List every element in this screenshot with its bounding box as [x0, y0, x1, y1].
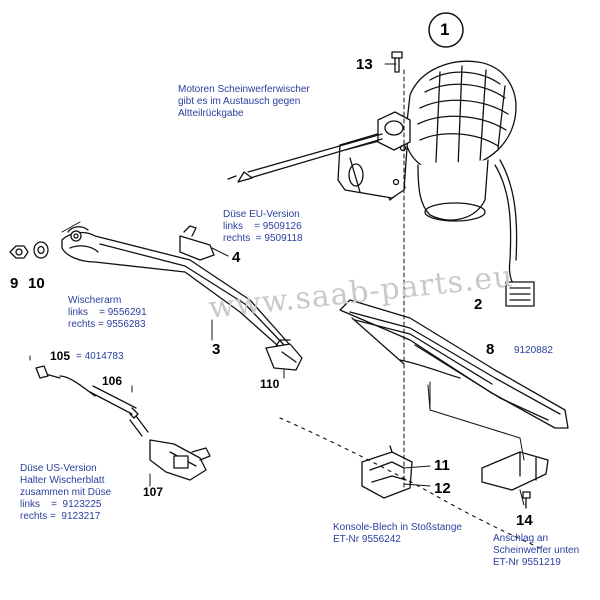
part-number-12: 12	[434, 480, 451, 497]
part-number-106: 106	[102, 374, 123, 388]
clip-110	[265, 339, 303, 371]
part-number-110: 110	[260, 377, 280, 391]
bumper-contour	[279, 417, 541, 549]
part-number-1: 1	[440, 20, 450, 39]
hose-105-106	[35, 365, 149, 437]
screw-14	[522, 491, 531, 509]
drive-shaft	[227, 133, 383, 183]
note-wiper-arm: Wischerarm links = 9556291 rechts = 9556…	[68, 295, 147, 330]
leader-lines	[29, 63, 525, 506]
note-105-number: = 4014783	[76, 351, 124, 362]
part-number-10: 10	[28, 275, 45, 292]
nozzle-eu	[179, 225, 215, 261]
nut-9	[9, 245, 29, 259]
note-console: Konsole-Blech in Stoßstange ET-Nr 955624…	[333, 522, 462, 545]
part-number-2: 2	[474, 296, 483, 313]
motor-bracket	[337, 111, 411, 199]
part-number-4: 4	[232, 249, 241, 266]
stop-bracket	[481, 451, 549, 491]
part-number-105: 105	[50, 349, 71, 363]
note-nozzle-us: Düse US-Version Halter Wischerblatt zusa…	[20, 463, 112, 522]
note-nozzle-eu: Düse EU-Version links = 9509126 rechts =…	[223, 209, 303, 244]
note-stop-bracket: Anschlag an Scheinwerfer unten ET-Nr 955…	[493, 533, 580, 568]
motor-cable	[494, 159, 535, 307]
screw-13	[391, 51, 403, 73]
part-number-11: 11	[434, 457, 450, 474]
part-number-3: 3	[212, 341, 221, 358]
wiper-blade	[339, 299, 569, 429]
part-number-8: 8	[486, 341, 495, 358]
wiper-motor	[379, 60, 517, 222]
note-motor: Motoren Scheinwerferwischer gibt es im A…	[178, 84, 310, 119]
note-blade-number: 9120882	[514, 345, 553, 356]
part-number-14: 14	[516, 512, 533, 529]
nozzle-us-107	[149, 439, 211, 481]
part-number-9: 9	[10, 275, 19, 292]
washer-10	[33, 241, 49, 259]
callout-circle-1	[428, 12, 464, 48]
part-number-13: 13	[356, 56, 373, 73]
part-number-107: 107	[143, 485, 164, 499]
